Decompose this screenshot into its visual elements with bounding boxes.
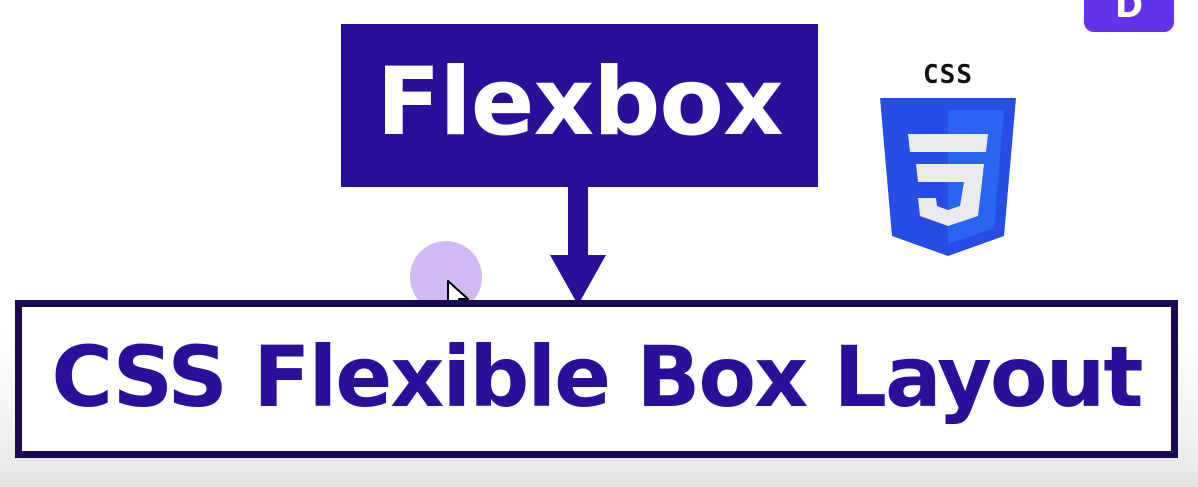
css3-logo: CSS <box>878 62 1018 256</box>
css3-shield-icon <box>880 98 1016 256</box>
page-title: Flexbox <box>376 47 783 157</box>
subtitle-box: CSS Flexible Box Layout <box>15 300 1178 458</box>
arrow-down-icon <box>550 187 606 305</box>
css-logo-label: CSS <box>923 60 973 90</box>
title-box: Flexbox <box>341 24 818 187</box>
subtitle: CSS Flexible Box Layout <box>51 328 1143 426</box>
corner-badge[interactable]: D <box>1084 0 1174 32</box>
corner-badge-text: D <box>1114 0 1144 26</box>
